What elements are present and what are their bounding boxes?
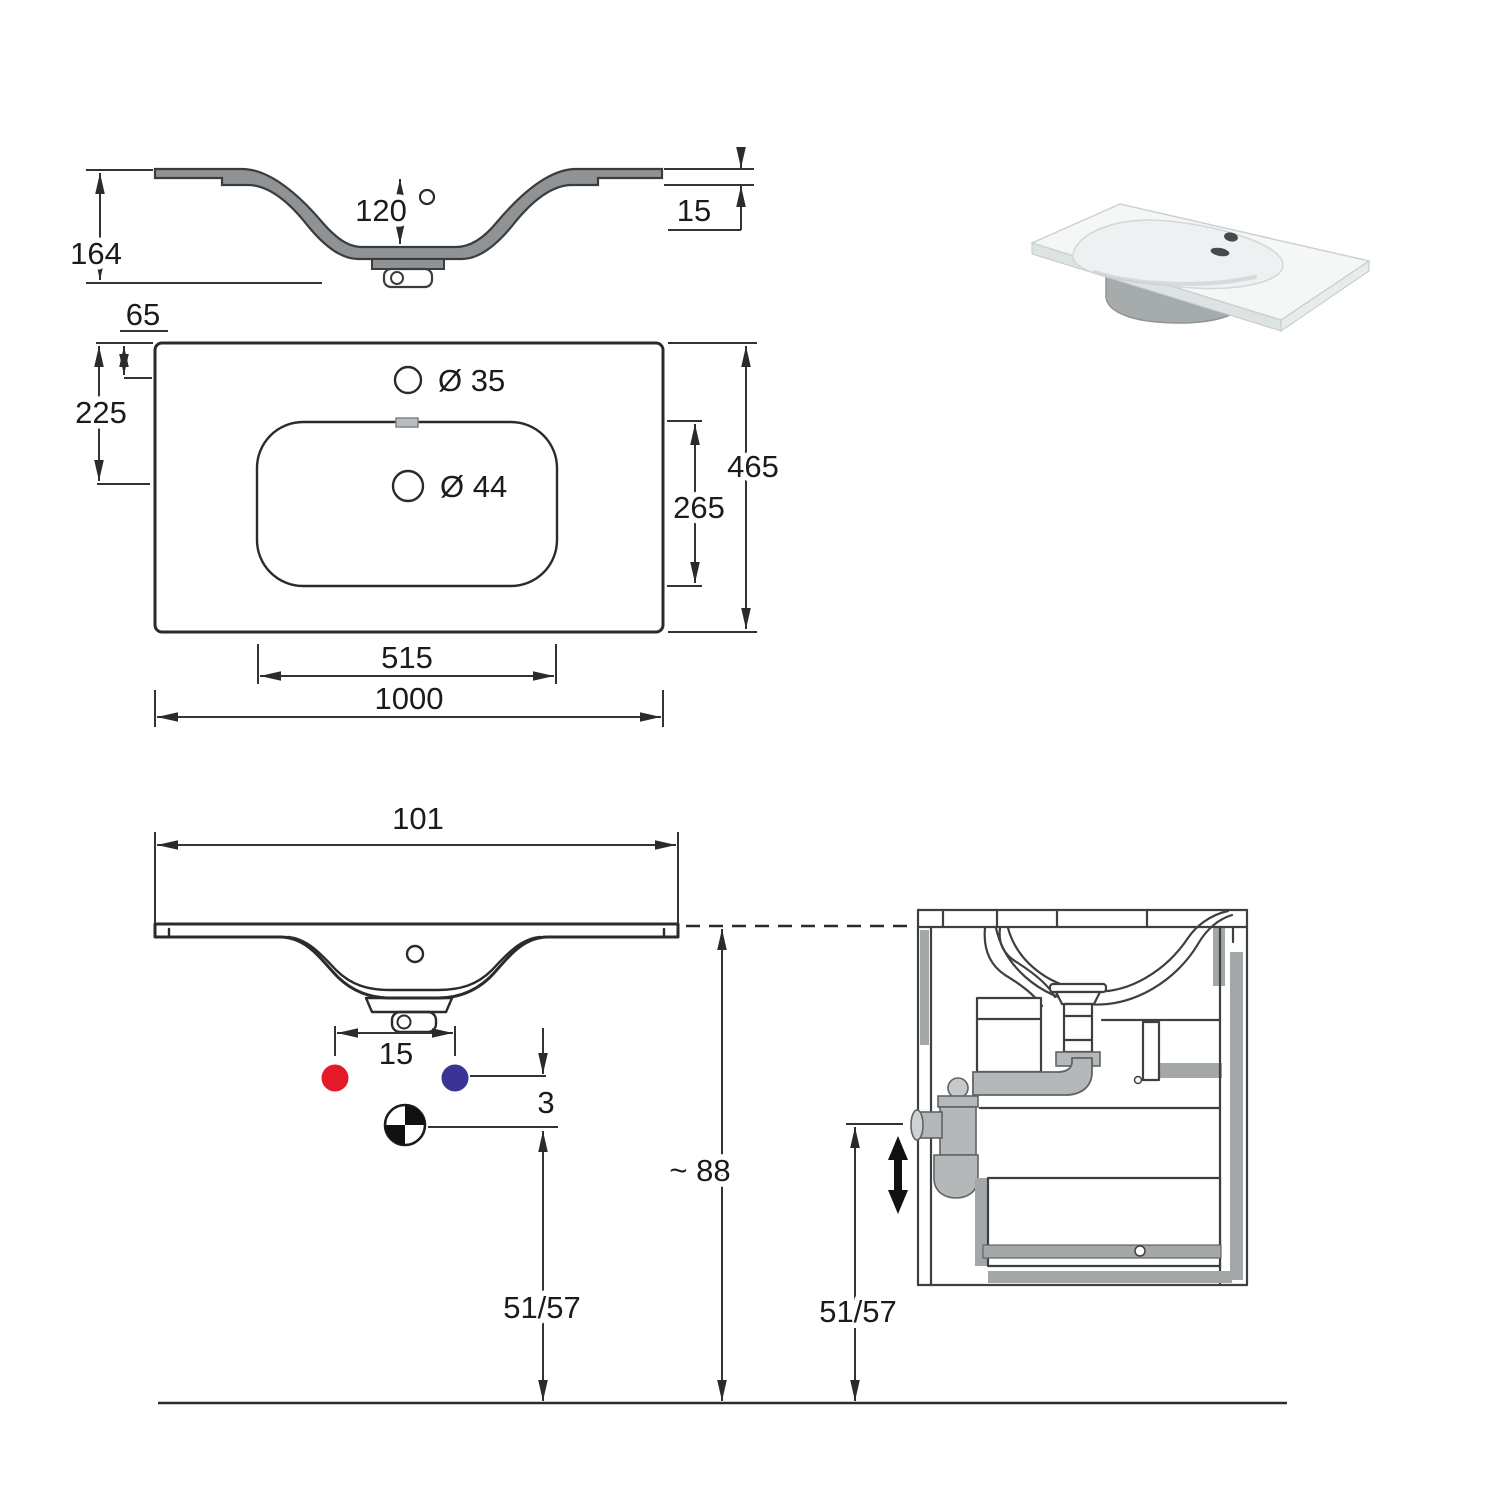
dim-drain-hole-diameter: Ø 44 — [440, 469, 507, 504]
plan-view: Ø 35 Ø 44 65 225 465 265 515 1000 — [70, 292, 784, 727]
drawer-rail — [1145, 1063, 1222, 1078]
cabinet-basin-outer — [994, 913, 1234, 1006]
drain-datum-crosshair-icon — [383, 1103, 427, 1147]
countertop-outline — [153, 341, 665, 634]
cabinet-section-view — [910, 908, 1249, 1287]
product-render — [1029, 203, 1371, 332]
degree-circle — [418, 188, 436, 206]
basin-outline — [255, 420, 559, 588]
drain-plug-detail — [390, 271, 404, 285]
rail-screw — [1133, 1075, 1143, 1085]
cabinet-right-panel — [1230, 952, 1243, 1280]
cabinet-bottom-strip — [988, 1271, 1232, 1283]
siphon-p-trap — [910, 1077, 979, 1199]
waste-body — [1062, 1002, 1094, 1054]
height-adjust-double-arrow-icon — [888, 1136, 908, 1214]
overflow-channel-outer — [983, 926, 1044, 1008]
drawer-bottom-rail — [982, 1244, 1222, 1259]
hot-water-supply-dot — [321, 1064, 349, 1092]
dim-plan-drain-offset: 225 — [75, 395, 127, 430]
front-overflow-hole — [405, 944, 425, 964]
cabinet-left-panel — [920, 930, 929, 1045]
cold-water-supply-dot — [441, 1064, 469, 1092]
drawer-rail-screw — [1134, 1245, 1146, 1257]
dim-section-rim-thickness: 15 — [677, 193, 711, 228]
dim-plan-basin-depth: 265 — [673, 490, 725, 525]
dim-front-total-width: 101 — [392, 801, 444, 836]
dim-supply-spacing: 15 — [379, 1036, 413, 1071]
dim-plan-faucet-offset: 65 — [126, 297, 160, 332]
basin-support — [975, 996, 1043, 1074]
dim-drain-height-side: 51/57 — [819, 1294, 897, 1329]
drain-pedestal — [371, 258, 445, 270]
waste-flange — [1054, 990, 1102, 1006]
render-faucet-hole — [1224, 232, 1238, 242]
drain-hole — [391, 469, 425, 503]
render-overflow-slot — [1210, 247, 1230, 257]
waste-cap — [1048, 982, 1108, 994]
dim-drain-height-front: 51/57 — [503, 1290, 581, 1325]
drawer-side-strip — [975, 1178, 988, 1266]
overflow-notch — [395, 417, 419, 428]
front-drain-detail — [396, 1014, 412, 1030]
dim-supply-to-drain-offset: 3 — [537, 1085, 554, 1120]
dim-plan-basin-width: 515 — [381, 640, 433, 675]
dim-section-basin-depth: 120 — [355, 193, 407, 228]
rail-bracket — [1141, 1020, 1161, 1082]
render-recess-shadow — [1093, 270, 1257, 286]
overflow-channel-inner — [998, 926, 1057, 999]
dim-plan-total-width: 1000 — [375, 681, 444, 716]
dim-section-total-height: 164 — [70, 236, 122, 271]
installation-dims: 15 3 51/57 ~ 88 51/57 — [158, 929, 1287, 1405]
dim-plan-total-depth: 465 — [727, 449, 779, 484]
cross-section-view: 164 120 15 — [65, 147, 754, 289]
cabinet-basin-inner — [1006, 909, 1230, 993]
front-view: 101 — [153, 796, 916, 1034]
front-drain-flange — [364, 996, 454, 1014]
dim-faucet-hole-diameter: Ø 35 — [438, 363, 505, 398]
faucet-hole — [393, 365, 423, 395]
waste-elbow-pipe — [972, 1057, 1093, 1096]
basin-section-profile — [153, 167, 664, 261]
front-bowl-inner-line — [286, 935, 542, 992]
dim-installation-height: ~ 88 — [669, 1153, 730, 1188]
